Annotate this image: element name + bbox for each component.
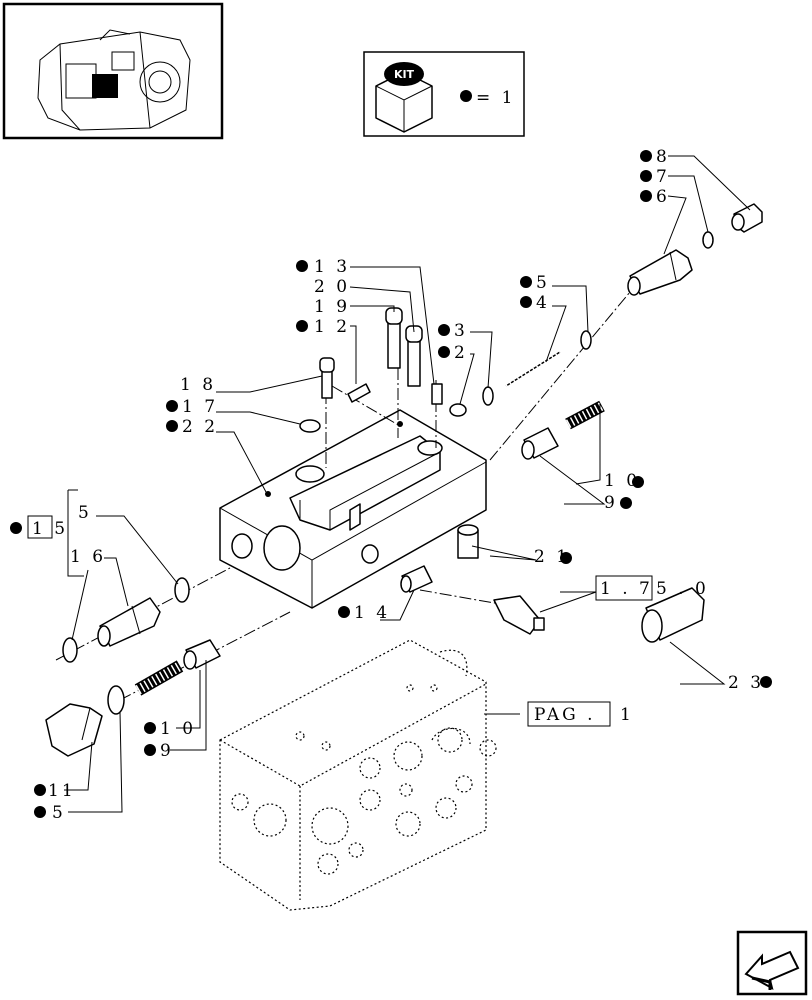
callout-175-b[interactable]: 5 . 0 [656,579,709,599]
pag-number[interactable]: 1 [620,705,634,725]
oring-part-5[interactable] [580,330,592,350]
callout-5-top[interactable]: 5 [536,273,550,293]
kit-legend: KIT = 1 [363,51,525,137]
spring-part-10-left[interactable] [134,660,184,696]
callout-11[interactable]: 11 [48,781,76,801]
plug-part-8[interactable] [731,203,763,233]
callout-2[interactable]: 2 [454,343,468,363]
callout-18[interactable]: 1 8 [180,375,216,395]
thumbnail-highlight [92,74,118,98]
bolt-part-20[interactable] [405,325,423,387]
valve-housing-phantom [219,639,497,911]
oring-part-3[interactable] [482,386,494,406]
callout-19[interactable]: 1 9 [314,297,350,317]
callout-13[interactable]: 1 3 [314,257,350,277]
spring-part-10-right[interactable] [565,400,605,430]
bullet-icon [460,90,472,102]
callout-22[interactable]: 2 2 [182,417,218,437]
callout-14[interactable]: 1 4 [354,603,390,623]
plug-part-14[interactable] [400,565,433,593]
sensor-part-175[interactable] [493,595,545,635]
callout-21[interactable]: 2 1 [534,547,570,567]
washer-part-2[interactable] [449,403,467,417]
oring-part-16[interactable] [62,637,78,663]
callout-12[interactable]: 1 2 [314,317,350,337]
spring-part-4[interactable] [503,348,563,390]
piston-part-9-right[interactable] [521,427,559,460]
callout-7[interactable]: 7 [656,167,670,187]
plug-part-11[interactable] [45,703,103,757]
oring-part-7[interactable] [702,231,714,249]
oring-part-17[interactable] [299,419,321,433]
callout-5-bottom[interactable]: 5 [52,803,66,823]
bolt-part-19[interactable] [385,307,403,369]
kit-box-icon: KIT [375,62,433,133]
callout-175[interactable]: 1 . 7 [600,579,653,599]
axis-upper [489,279,641,461]
axis-main [55,567,231,661]
callout-9-right[interactable]: 9 [604,493,618,513]
axis-right [419,589,501,605]
callout-16[interactable]: 1 6 [70,547,106,567]
plug-part-21[interactable] [457,524,479,559]
callouts: 8 7 6 5 4 1 3 2 0 1 9 1 2 3 2 1 8 1 7 2 … [10,147,772,823]
oring-part-5-lower[interactable] [107,685,125,715]
pin-part-13[interactable] [431,383,443,405]
transmission-thumbnail[interactable] [2,2,224,140]
fitting-part-23[interactable] [641,587,705,643]
kit-legend-value: = 1 [476,88,515,108]
callout-5-left[interactable]: 5 [78,503,92,523]
callout-23[interactable]: 2 3 [728,673,764,693]
callout-17[interactable]: 1 7 [182,397,218,417]
pin-part-12[interactable] [347,383,371,403]
fitting-part-6[interactable] [627,249,693,296]
callout-8[interactable]: 8 [656,147,670,167]
leader-lines [64,155,751,813]
callout-10-right[interactable]: 1 0 [604,471,640,491]
callout-20[interactable]: 2 0 [314,277,350,297]
callout-10-left[interactable]: 1 0 [160,719,196,739]
callout-6[interactable]: 6 [656,187,670,207]
callout-3[interactable]: 3 [454,321,468,341]
oring-part-5-left[interactable] [174,577,190,603]
callout-9-left[interactable]: 9 [160,741,174,761]
callout-4[interactable]: 4 [536,293,550,313]
bolt-part-18[interactable] [319,357,335,399]
kit-label: KIT [394,68,415,81]
pag-reference[interactable]: PAG . [534,705,596,725]
fitting-part-15[interactable] [97,597,161,647]
callout-15[interactable]: 1 5 [32,519,68,539]
piston-part-9-left[interactable] [183,639,221,670]
prev-page-arrow-icon[interactable] [736,930,808,996]
valve-block [219,409,487,609]
